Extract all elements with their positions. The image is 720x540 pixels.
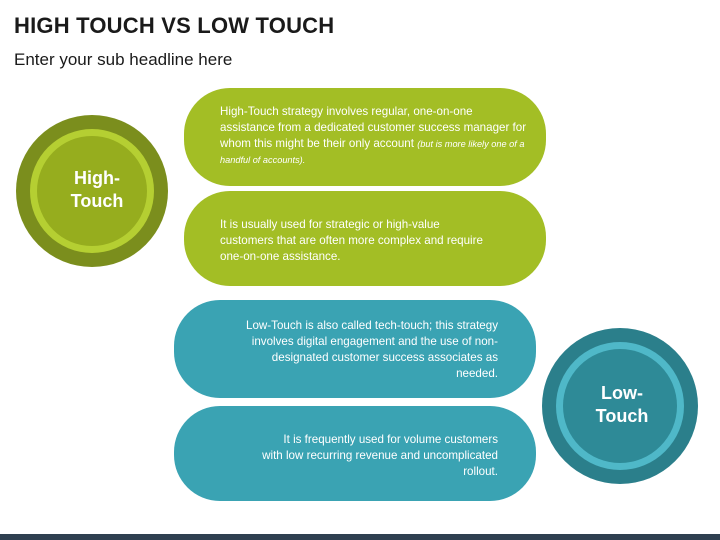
high-touch-box-1-body: High-Touch strategy involves regular, on… xyxy=(220,105,527,150)
low-touch-box-1-text: Low-Touch is also called tech-touch; thi… xyxy=(246,319,498,380)
page-title: HIGH TOUCH VS LOW TOUCH xyxy=(14,13,335,38)
high-touch-box-1-text: High-Touch strategy involves regular, on… xyxy=(220,104,530,168)
low-touch-label: Low- Touch xyxy=(595,383,649,426)
page-subtitle: Enter your sub headline here xyxy=(14,50,233,69)
high-touch-box-2-text: It is usually used for strategic or high… xyxy=(220,218,483,263)
high-touch-box-2 xyxy=(184,191,546,286)
high-touch-box-1 xyxy=(184,88,546,186)
low-touch-circle-inner xyxy=(563,349,677,463)
low-touch-box-2 xyxy=(174,406,536,501)
high-touch-circle-inner xyxy=(37,136,147,246)
footer-bar xyxy=(0,534,720,540)
high-touch-label: High- Touch xyxy=(70,168,124,211)
low-touch-box-2-text: It is frequently used for volume custome… xyxy=(262,433,498,478)
low-touch-box-1 xyxy=(174,300,536,398)
high-touch-box-1-note: (but is more likely one of a handful of … xyxy=(220,139,525,165)
